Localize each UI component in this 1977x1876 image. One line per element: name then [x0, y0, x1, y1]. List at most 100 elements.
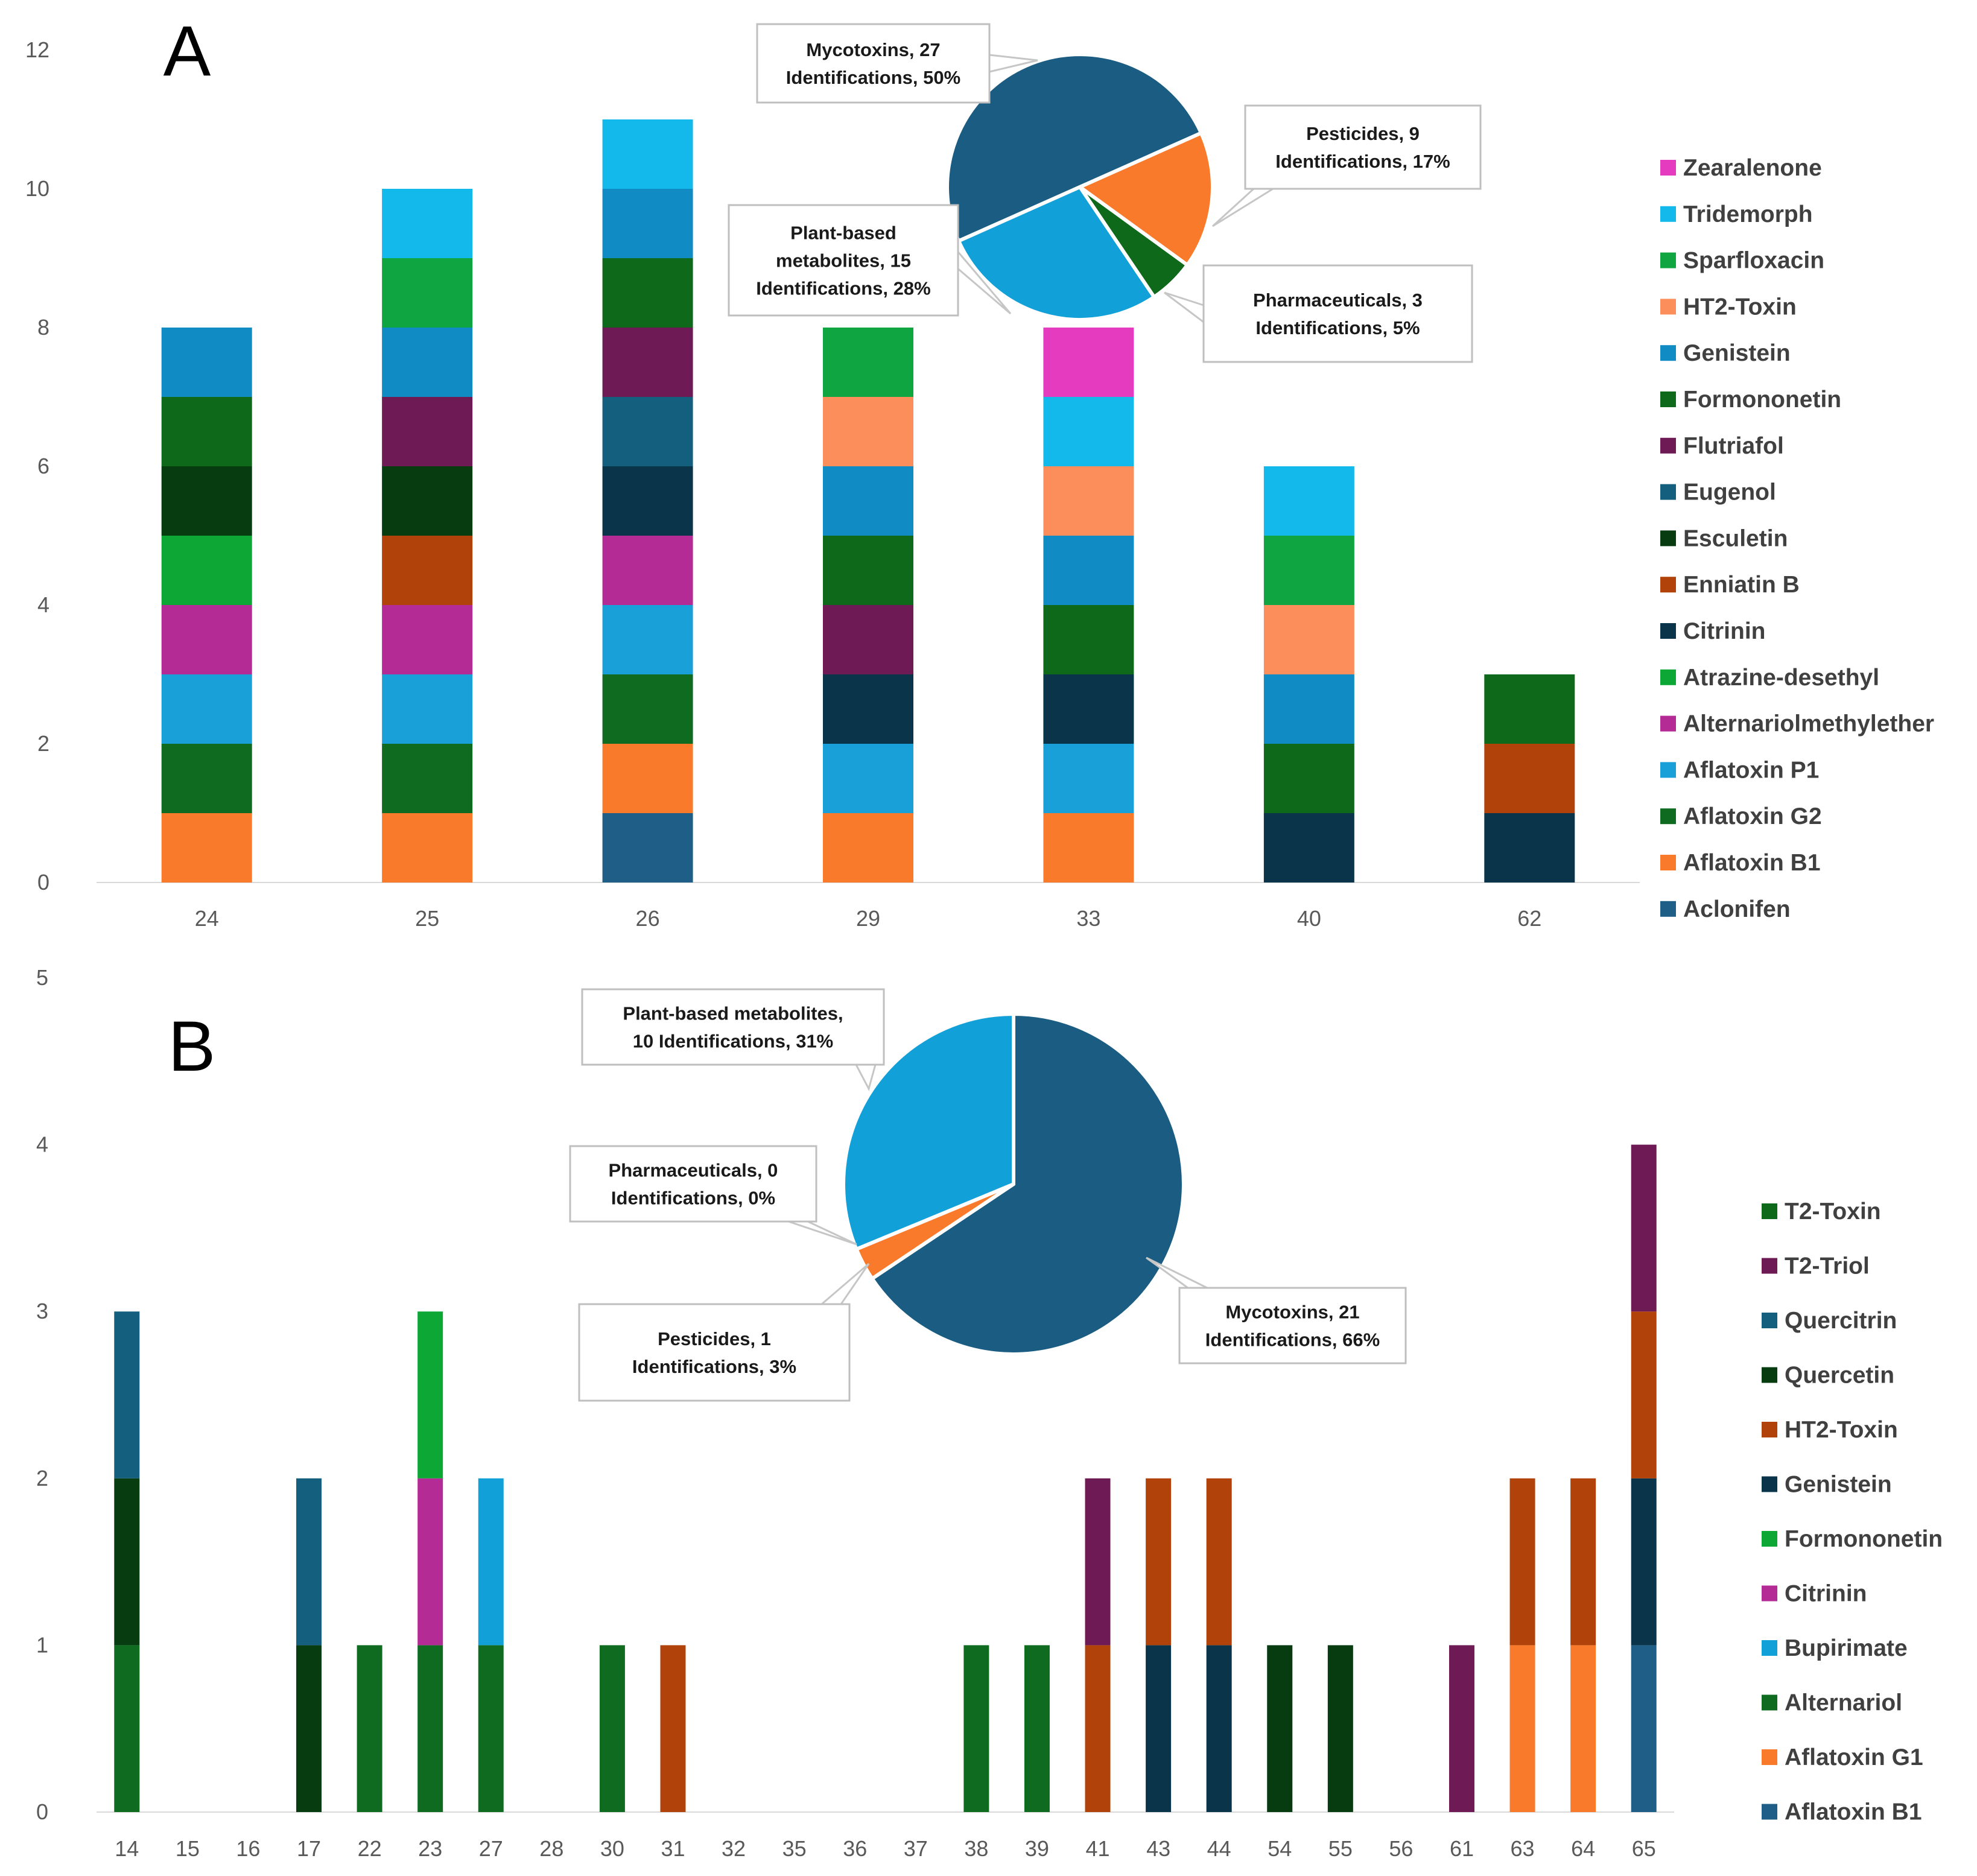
legend-swatch [1660, 808, 1676, 825]
bar-segment [478, 1645, 504, 1812]
bar-segment [1263, 605, 1354, 674]
bar-segment [382, 674, 473, 744]
legend-label: Bupirimate [1785, 1635, 1908, 1661]
y-tick-label: 1 [36, 1632, 48, 1657]
x-tick-label: 65 [1632, 1836, 1656, 1861]
callout-box [581, 988, 885, 1066]
bar-segment [823, 605, 913, 674]
callout-leader [1164, 291, 1205, 325]
legend-swatch [1660, 345, 1676, 361]
legend-label: T2-Toxin [1785, 1199, 1881, 1225]
callout-box [1178, 1287, 1407, 1364]
bar-segment [296, 1645, 322, 1812]
bar-segment [1146, 1645, 1172, 1812]
x-tick-label: 23 [418, 1836, 442, 1861]
legend-swatch [1762, 1476, 1777, 1492]
callout-box [1202, 264, 1473, 363]
pie-callout-label: metabolites, 15 [776, 250, 911, 271]
callout-leader [1211, 188, 1277, 227]
bar-segment [161, 813, 252, 883]
legend-swatch [1660, 762, 1676, 778]
legend-swatch [1762, 1422, 1777, 1437]
legend-label: Formononetin [1683, 387, 1841, 413]
legend-swatch [1660, 530, 1676, 547]
x-tick-label: 33 [1076, 906, 1100, 931]
bar-segment [823, 328, 913, 397]
legend-swatch [1762, 1203, 1777, 1219]
pie-callout-label: Identifications, 66% [1205, 1329, 1380, 1351]
legend-label: Aflatoxin B1 [1683, 850, 1821, 876]
pie-callout-label: Pesticides, 1 [658, 1328, 771, 1349]
bar-segment [1449, 1645, 1474, 1812]
pie-slice [957, 185, 1156, 322]
legend-label: Flutriafol [1683, 433, 1784, 459]
y-tick-label: 0 [37, 870, 49, 895]
legend-swatch [1660, 901, 1676, 917]
pie-callout-label: Identifications, 50% [786, 67, 960, 88]
legend-label: Aflatoxin G1 [1785, 1744, 1923, 1770]
pie-slice [842, 1012, 1015, 1251]
bar-segment [382, 397, 473, 466]
bar-segment [599, 1645, 625, 1812]
x-tick-label: 16 [236, 1836, 260, 1861]
bar-segment [823, 744, 913, 813]
pie-slice [870, 1012, 1185, 1356]
bar-segment [382, 744, 473, 813]
bar-segment [114, 1478, 140, 1646]
bar-segment [1570, 1478, 1596, 1646]
y-tick-label: 6 [37, 454, 49, 478]
callout-box [578, 1303, 851, 1402]
legend-label: Citrinin [1785, 1581, 1867, 1607]
x-tick-label: 54 [1268, 1836, 1292, 1861]
bar-segment [602, 466, 693, 536]
bar-segment [382, 536, 473, 605]
bar-segment [1484, 674, 1575, 744]
bar-segment [382, 813, 473, 883]
legend-swatch [1660, 669, 1676, 685]
bar-segment [161, 397, 252, 466]
bar-segment [1043, 674, 1134, 744]
bar-segment [1085, 1645, 1111, 1812]
x-tick-label: 31 [661, 1836, 685, 1861]
bar-segment [1509, 1478, 1535, 1646]
x-tick-label: 61 [1450, 1836, 1474, 1861]
y-tick-label: 2 [37, 731, 49, 756]
legend-label: Aflatoxin B1 [1785, 1799, 1922, 1825]
legend-label: Enniatin B [1683, 572, 1800, 598]
legend-label: Genistein [1683, 340, 1791, 366]
bar-segment [1509, 1645, 1535, 1812]
legend-label: Genistein [1785, 1472, 1892, 1498]
pie-callout-label: Pharmaceuticals, 0 [609, 1160, 778, 1181]
panel-letter: B [168, 1007, 216, 1086]
bar-segment [823, 674, 913, 744]
legend-swatch [1762, 1640, 1777, 1656]
legend-label: HT2-Toxin [1785, 1417, 1898, 1443]
bar-segment [417, 1478, 443, 1646]
legend-swatch [1660, 252, 1676, 268]
bar-segment [823, 466, 913, 536]
bar-segment [478, 1478, 504, 1646]
bar-segment [114, 1311, 140, 1478]
x-tick-label: 55 [1328, 1836, 1353, 1861]
legend-label: Quercetin [1785, 1363, 1894, 1389]
legend-label: Eugenol [1683, 480, 1776, 505]
callout-leader [819, 1263, 870, 1305]
legend-label: HT2-Toxin [1683, 294, 1797, 320]
legend-swatch [1762, 1367, 1777, 1383]
legend-swatch [1660, 623, 1676, 639]
legend-swatch [1660, 299, 1676, 315]
bar-segment [602, 119, 693, 189]
bar-segment [1206, 1478, 1232, 1646]
legend-label: Alternariol [1785, 1690, 1902, 1716]
legend-label: Formononetin [1785, 1526, 1943, 1552]
legend-label: Aflatoxin G2 [1683, 803, 1822, 829]
bar-segment [823, 536, 913, 605]
bar-segment [161, 674, 252, 744]
bar-segment [1024, 1645, 1050, 1812]
x-tick-label: 44 [1207, 1836, 1231, 1861]
bar-segment [1043, 744, 1134, 813]
bar-segment [1263, 466, 1354, 536]
legend-swatch [1660, 391, 1676, 407]
x-tick-label: 26 [636, 906, 660, 931]
